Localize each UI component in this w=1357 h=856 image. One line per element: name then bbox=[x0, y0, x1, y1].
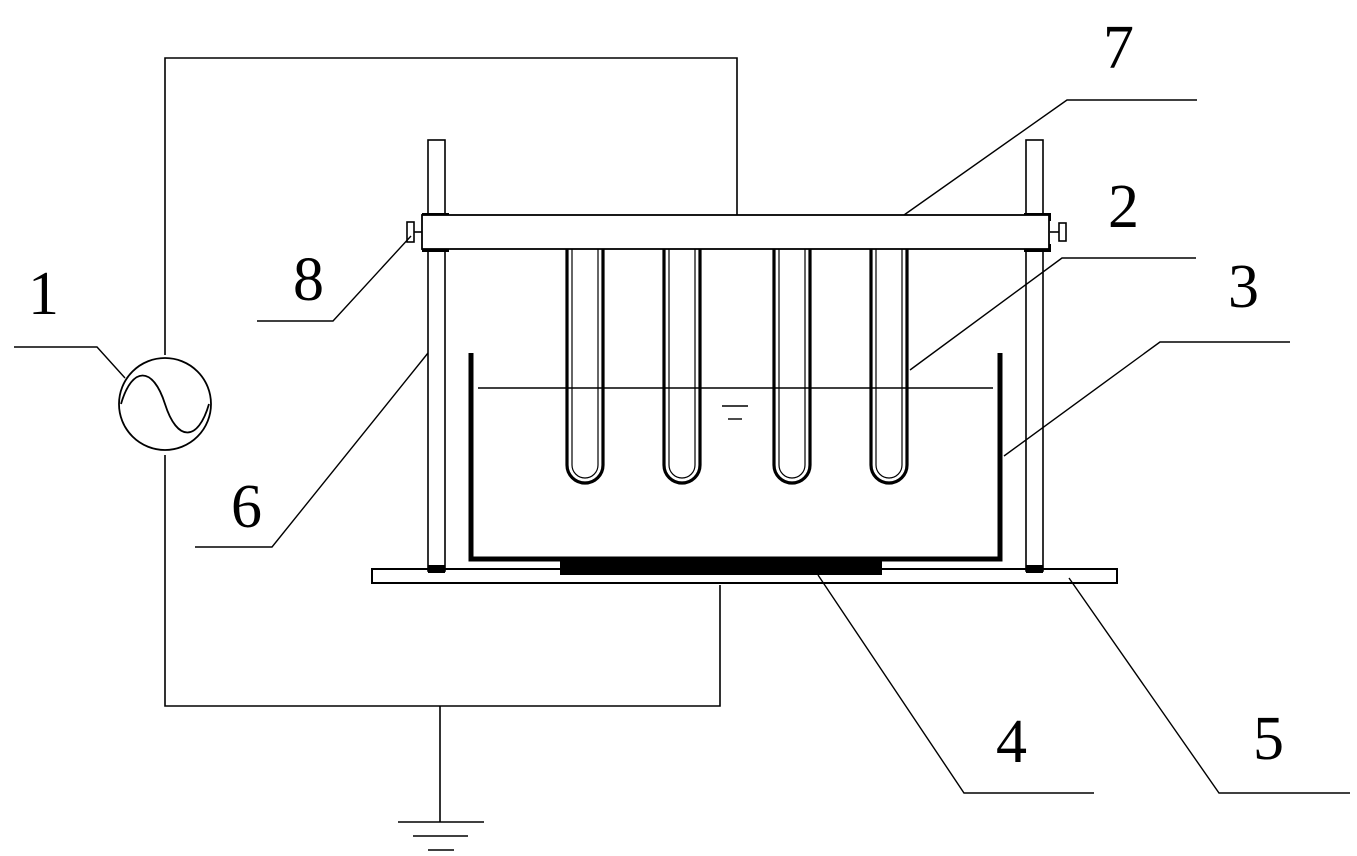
support-rod-left bbox=[427, 139, 446, 572]
leader-2 bbox=[909, 257, 1196, 371]
leader-5 bbox=[1068, 577, 1350, 794]
label-high-voltage-bar: 7 bbox=[1103, 14, 1134, 82]
label-insulating-base: 5 bbox=[1253, 705, 1284, 773]
ac-source-icon bbox=[118, 357, 212, 451]
leader-4 bbox=[817, 574, 1094, 794]
label-ac-source: 1 bbox=[28, 260, 59, 328]
label-support-rod: 6 bbox=[231, 473, 262, 541]
support-rod-right bbox=[1025, 139, 1044, 572]
callout-labels: 1 2 3 4 5 6 7 8 bbox=[28, 14, 1284, 776]
test-tube bbox=[662, 249, 702, 485]
ground-symbol bbox=[398, 821, 484, 851]
test-tube bbox=[565, 249, 605, 485]
circuit-wiring bbox=[164, 57, 738, 822]
label-adjusting-screw: 8 bbox=[293, 246, 324, 314]
water-level-symbol bbox=[722, 405, 748, 420]
label-sample-tubes: 2 bbox=[1108, 173, 1139, 241]
leader-3 bbox=[1003, 341, 1290, 457]
leader-7 bbox=[903, 99, 1197, 216]
sample-tubes bbox=[565, 249, 909, 485]
water-tank bbox=[468, 353, 1003, 562]
leader-6 bbox=[195, 352, 429, 548]
rod-clamps bbox=[422, 213, 1051, 573]
leader-8 bbox=[257, 235, 412, 322]
test-tube bbox=[772, 249, 812, 485]
test-tube bbox=[869, 249, 909, 485]
support-rods bbox=[427, 139, 1044, 572]
high-voltage-bar bbox=[421, 214, 1050, 250]
leader-1 bbox=[14, 346, 126, 379]
label-water-tank: 3 bbox=[1228, 253, 1259, 321]
leader-lines bbox=[14, 99, 1350, 794]
wire-bottom bbox=[164, 455, 721, 707]
label-bottom-electrode: 4 bbox=[996, 708, 1027, 776]
wire-top bbox=[164, 57, 738, 355]
